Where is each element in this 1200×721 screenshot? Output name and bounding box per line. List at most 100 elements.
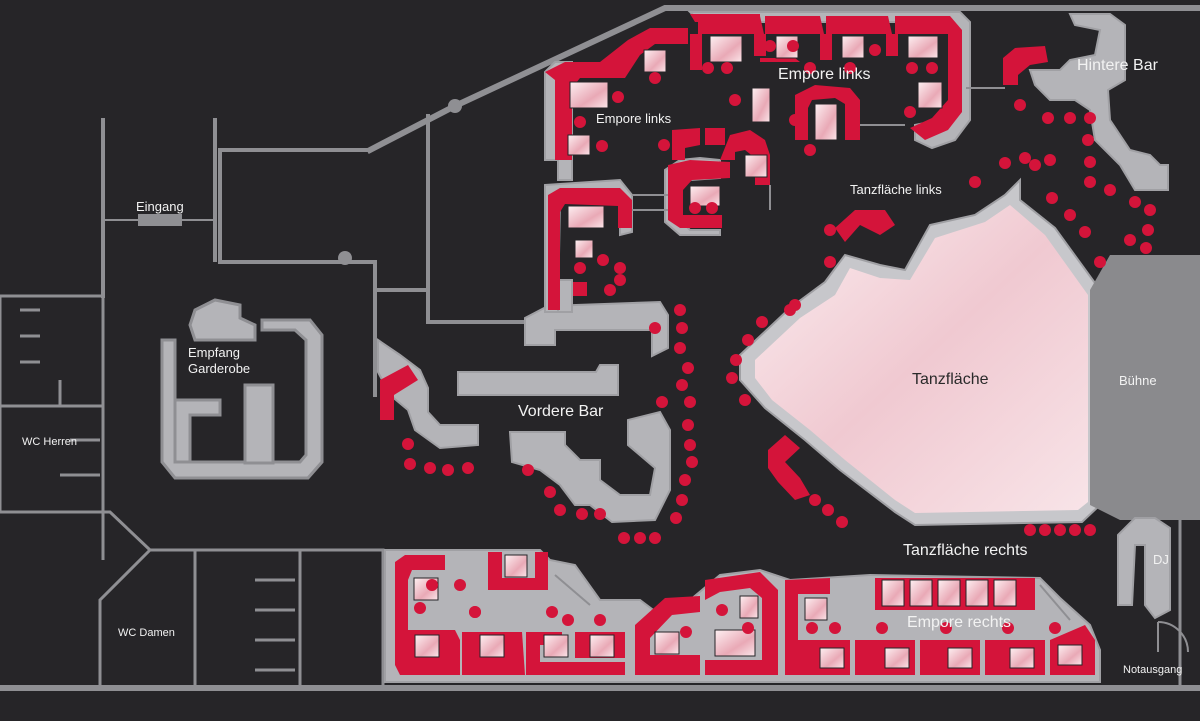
bar-stool [426,579,438,591]
bar-stool [1029,159,1041,171]
bar-stool [764,40,776,52]
bar-stool [1002,622,1014,634]
bar-stool [1104,184,1116,196]
bar-stool [682,362,694,374]
bar-stool [689,202,701,214]
area-label-eingang: Eingang [136,199,184,214]
bar-stool [612,91,624,103]
bar-stool [649,532,661,544]
bar-stool [676,494,688,506]
bar-stool [1064,112,1076,124]
bar-stool [462,462,474,474]
area-label-wc-herren: WC Herren [22,436,78,448]
bar-stool [716,604,728,616]
bar-stool [659,602,671,614]
bar-stool [424,462,436,474]
bar-stool [726,372,738,384]
bar-stool [680,626,692,638]
bar-stool [822,504,834,516]
area-label-vordere-bar: Vordere Bar [518,403,604,420]
bar-stool [404,458,416,470]
bar-stool [1144,204,1156,216]
bar-stool [1039,524,1051,536]
bar-stool [614,262,626,274]
bar-stool [1014,99,1026,111]
bar-stool [926,62,938,74]
bar-stool [684,439,696,451]
area-label-empfang: Empfang [188,345,241,360]
wc-damen-walls [0,510,385,688]
bar-stool [649,72,661,84]
bar-stool [574,262,586,274]
back-bar-counter [1028,13,1169,191]
bar-stool [806,622,818,634]
area-label-hintere-bar: Hintere Bar [1077,57,1158,74]
bar-stool [1064,209,1076,221]
bar-stool [789,114,801,126]
bar-stool [1079,226,1091,238]
bar-stool [1049,622,1061,634]
bar-stool [742,334,754,346]
bar-stool [562,614,574,626]
bar-stool [869,44,881,56]
bar-stool [676,379,688,391]
bar-stool [1142,224,1154,236]
reception-counter [160,298,324,480]
area-label-empore-links-sub: Empore links [596,111,672,126]
bar-stool [706,202,718,214]
bar-stool [742,622,754,634]
bar-stool [1084,156,1096,168]
outer-walls [0,5,1200,691]
bar-stool [730,354,742,366]
bar-stool [1084,112,1096,124]
bar-stool [684,396,696,408]
railings [554,87,1071,621]
bar-stool [414,602,426,614]
bar-stool [1082,134,1094,146]
bar-stool [1140,242,1152,254]
bar-stool [454,579,466,591]
bar-stool [969,176,981,188]
bar-stool [829,622,841,634]
dj-booth [1117,517,1171,620]
bar-stool [1019,152,1031,164]
bar-stool [1054,524,1066,536]
bar-stool [682,419,694,431]
bar-stool [1044,154,1056,166]
area-label-tanzflaeche: Tanzfläche [912,371,989,388]
stage [1090,255,1200,520]
pillar [338,251,352,265]
bar-stool [604,284,616,296]
bar-stool [579,66,591,78]
bar-stool [546,606,558,618]
bar-stool [658,139,670,151]
wc-herren-walls [0,294,105,514]
area-label-empore-rechts: Empore rechts [907,614,1012,631]
bar-stool [940,622,952,634]
bar-stool [674,342,686,354]
bar-stool [544,486,556,498]
bar-stool [674,304,686,316]
bar-stool [614,274,626,286]
bar-stool [789,299,801,311]
bar-stool [1069,524,1081,536]
bar-stool [1042,112,1054,124]
bar-stool [721,62,733,74]
bar-stool [402,438,414,450]
bar-stool [702,62,714,74]
bar-stool [618,532,630,544]
bar-stool [836,516,848,528]
pillar [448,99,462,113]
area-label-tanzflaeche-links: Tanzfläche links [850,182,942,197]
area-label-wc-damen: WC Damen [118,627,175,639]
bar-stools [402,40,1156,638]
dancefloor-area [739,177,1101,527]
tables [413,35,1083,669]
area-label-dj: DJ [1153,552,1169,567]
bar-stool [594,614,606,626]
bar-stool [809,494,821,506]
bar-stool [824,224,836,236]
bar-stool [804,62,816,74]
bar-stool [876,622,888,634]
bar-stool [1024,524,1036,536]
